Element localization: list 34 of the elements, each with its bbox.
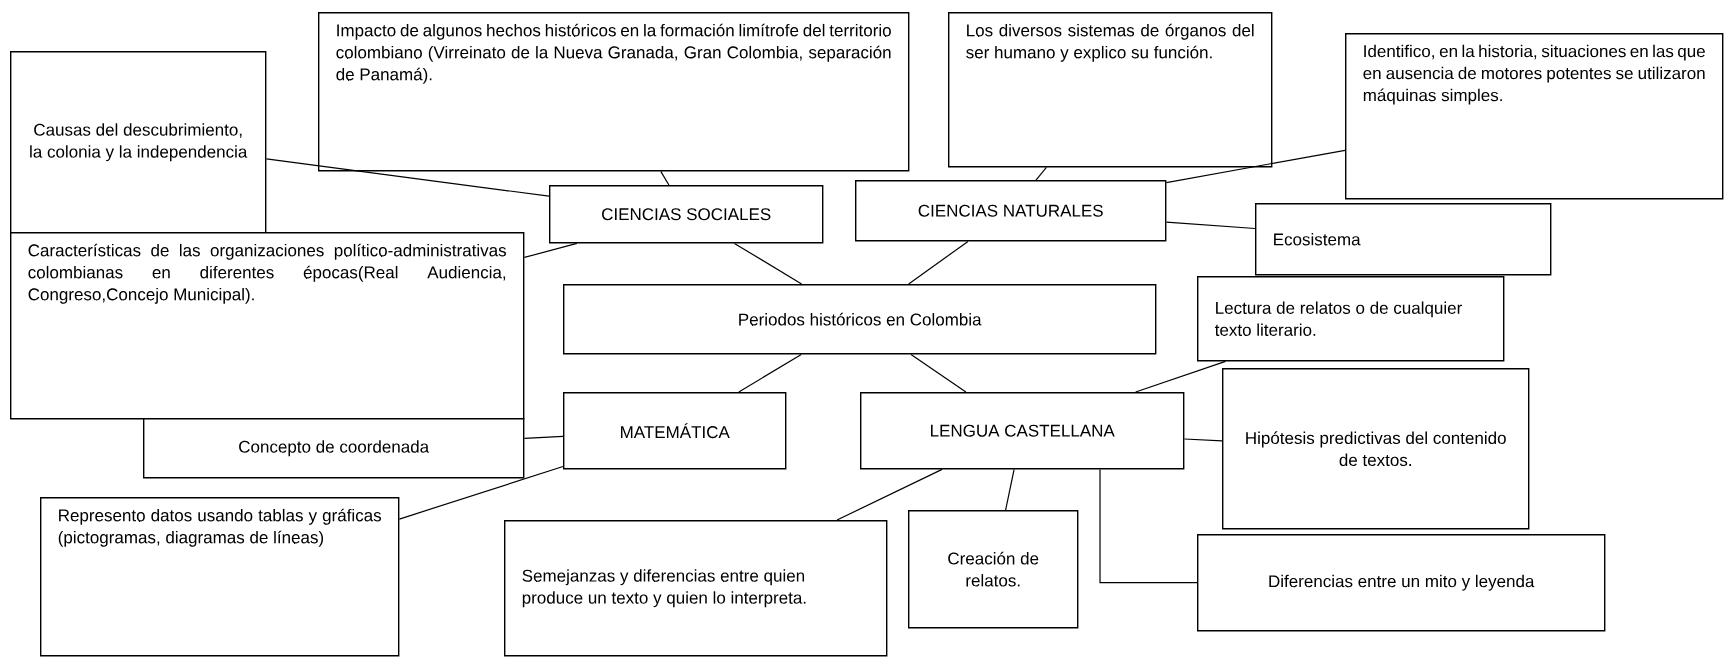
subject-box: MATEMÁTICA (563, 392, 787, 470)
connector-line (910, 353, 967, 393)
connector-line (660, 170, 670, 186)
concept-box: Hipótesis predictivas del contenido de textos. (1222, 368, 1530, 530)
connector-line (1165, 149, 1346, 184)
subject-box: CIENCIAS SOCIALES (549, 185, 824, 244)
concept-box: Creación de relatos. (908, 510, 1079, 629)
connector-line (733, 242, 803, 285)
subject-box: CIENCIAS NATURALES (855, 180, 1167, 242)
concept-box: Identifico, en la historia, situaciones en las que en ausencia de motores potentes se utilizaron máquinas simples. (1345, 33, 1724, 200)
connector-line (1135, 360, 1227, 393)
connector-line (1183, 438, 1223, 442)
concept-box: Causas del descubrimiento, la colonia y la independencia (10, 51, 267, 234)
connector-line (1165, 221, 1256, 230)
connector-line (908, 240, 969, 285)
concept-box: Impacto de algunos hechos históricos en la formación limítrofe del territorio colombiano (Virreinato de la Nueva Granada, Gran Colombia, separación de Panamá). (318, 12, 910, 172)
subject-box: LENGUA CASTELLANA (860, 392, 1185, 470)
connector-line (523, 242, 578, 259)
connector-line (1005, 468, 1015, 511)
concept-box: Represento datos usando tablas y gráficas (pictogramas, diagramas de líneas) (40, 497, 400, 657)
concept-box: Concepto de coordenada (143, 418, 525, 479)
concept-box: Los diversos sistemas de órganos del ser humano y explico su función. (948, 12, 1273, 168)
concept-box: Lectura de relatos o de cualquier texto literario. (1197, 276, 1505, 362)
connector-line (265, 158, 550, 197)
concept-box: Ecosistema (1255, 203, 1552, 276)
concept-box: Semejanzas y diferencias entre quien produce un texto y quien lo interpreta. (504, 520, 888, 657)
connector-line (523, 435, 564, 440)
connector-line (398, 465, 564, 520)
concept-box: Diferencias entre un mito y leyenda (1197, 534, 1606, 632)
connector-line (836, 468, 943, 521)
topic-box: Periodos históricos en Colombia (563, 284, 1157, 355)
connector-line (1035, 166, 1047, 181)
connector-line (1099, 468, 1198, 584)
connector-line (738, 353, 802, 393)
